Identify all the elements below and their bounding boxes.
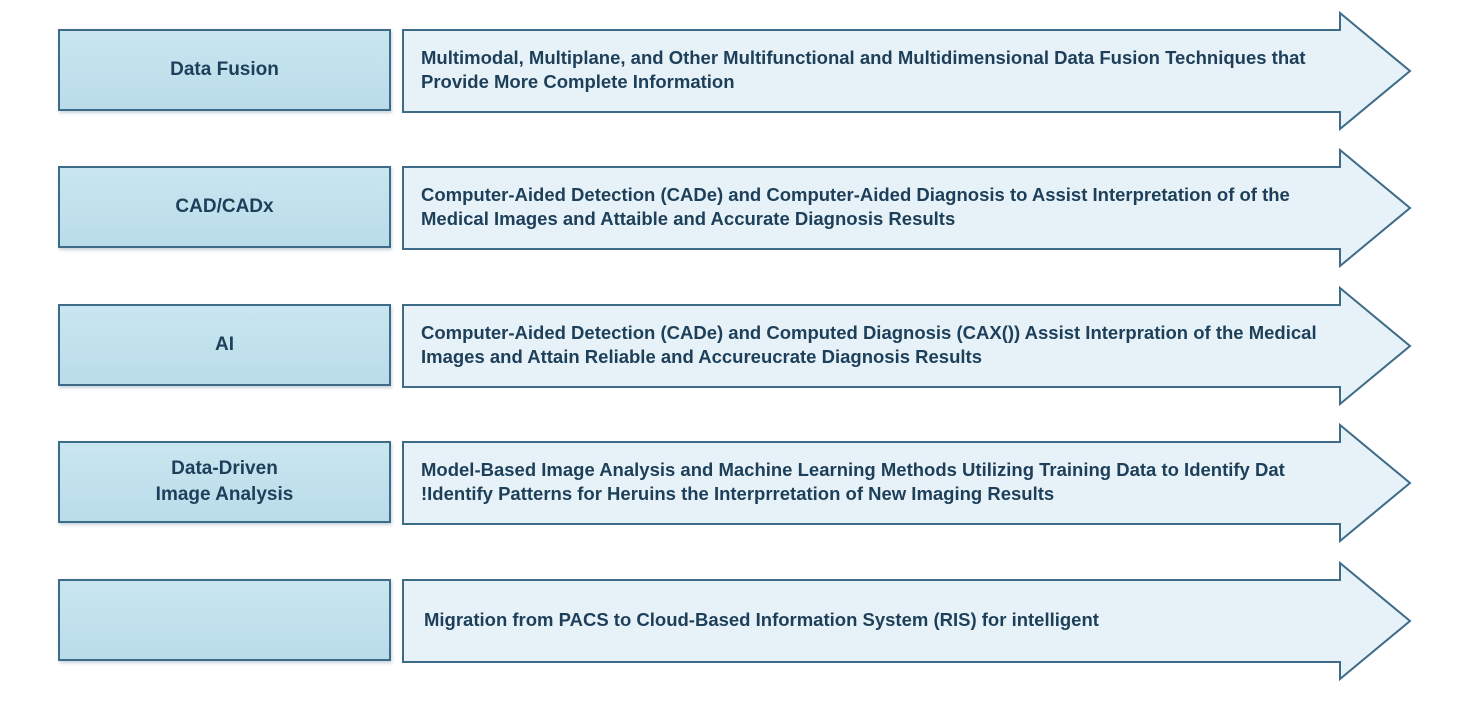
description-text: Migration from PACS to Cloud-Based Infor… (424, 609, 1099, 630)
description-text: Multimodal, Multiplane, and Other Multif… (421, 47, 1306, 92)
row-cad-cadx: CAD/CADx Computer-Aided Detection (CADe)… (0, 147, 1472, 269)
row-cloud-migration: Migration from PACS to Cloud-Based Infor… (0, 560, 1472, 682)
category-box: Data Fusion (58, 29, 391, 111)
category-box: CAD/CADx (58, 166, 391, 248)
arrow-shape (402, 147, 1412, 269)
description-text: Model-Based Image Analysis and Machine L… (421, 459, 1285, 504)
category-box: Data-Driven Image Analysis (58, 441, 391, 523)
arrow-shape (402, 422, 1412, 544)
row-data-fusion: Data Fusion Multimodal, Multiplane, and … (0, 10, 1472, 132)
row-ai: AI Computer-Aided Detection (CADe) and C… (0, 285, 1472, 407)
description-text: Computer-Aided Detection (CADe) and Comp… (421, 184, 1290, 229)
row-data-driven-image-analysis: Data-Driven Image Analysis Model-Based I… (0, 422, 1472, 544)
arrow-shape (402, 285, 1412, 407)
arrow-shape (402, 10, 1412, 132)
description-text: Computer-Aided Detection (CADe) and Comp… (421, 322, 1317, 367)
arrow-shape (402, 560, 1412, 682)
category-box (58, 579, 391, 661)
category-box: AI (58, 304, 391, 386)
